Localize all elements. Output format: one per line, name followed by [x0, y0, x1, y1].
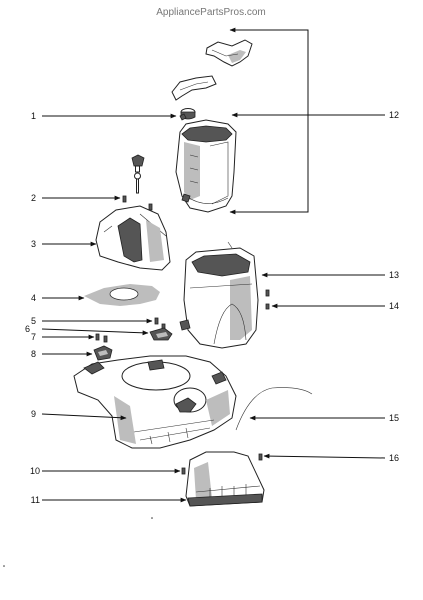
- callout-label: 1: [31, 111, 36, 121]
- stray-mark: [3, 565, 5, 567]
- callout-label: 14: [389, 301, 399, 311]
- callout-label: 2: [31, 193, 36, 203]
- callout-label: 9: [31, 409, 36, 419]
- callout-label: 10: [30, 466, 40, 476]
- callout-label: 3: [31, 239, 36, 249]
- tank-valve-plug: [179, 113, 187, 121]
- nozzle-cover: [95, 205, 171, 271]
- screw-13: [265, 289, 270, 297]
- screw-16: [258, 453, 263, 461]
- callout-label: 8: [31, 349, 36, 359]
- watermark: AppliancePartsPros.com: [156, 7, 266, 18]
- gasket-seal: [84, 284, 160, 306]
- base-housing: [73, 355, 237, 449]
- callout-label: 4: [31, 293, 36, 303]
- callout-label: 7: [31, 332, 36, 342]
- hose-15: [235, 387, 313, 431]
- stray-mark: [151, 517, 153, 519]
- clip-8: [93, 345, 113, 361]
- screw-7b: [103, 335, 108, 343]
- screw-2a: [122, 195, 127, 203]
- callout-label: 16: [389, 453, 399, 463]
- tank-handle-grip: [171, 75, 217, 101]
- screw-7a: [95, 333, 100, 341]
- callout-label: 6: [25, 324, 30, 334]
- callout-label: 13: [389, 270, 399, 280]
- latch-6: [149, 327, 173, 341]
- screw-5a: [154, 317, 159, 325]
- callout-label: 11: [31, 495, 40, 505]
- callout-label: 12: [389, 110, 399, 120]
- valve-stem-assembly: [131, 154, 145, 194]
- screw-2b: [148, 203, 153, 211]
- tank-handle-top: [205, 39, 253, 67]
- clean-water-tank: [175, 119, 237, 213]
- front-nozzle-plate: [185, 451, 265, 507]
- recovery-tank: [179, 241, 259, 349]
- callout-label: 5: [31, 316, 36, 326]
- callout-label: 15: [389, 413, 399, 423]
- screw-10: [181, 467, 186, 475]
- screw-14: [265, 303, 270, 310]
